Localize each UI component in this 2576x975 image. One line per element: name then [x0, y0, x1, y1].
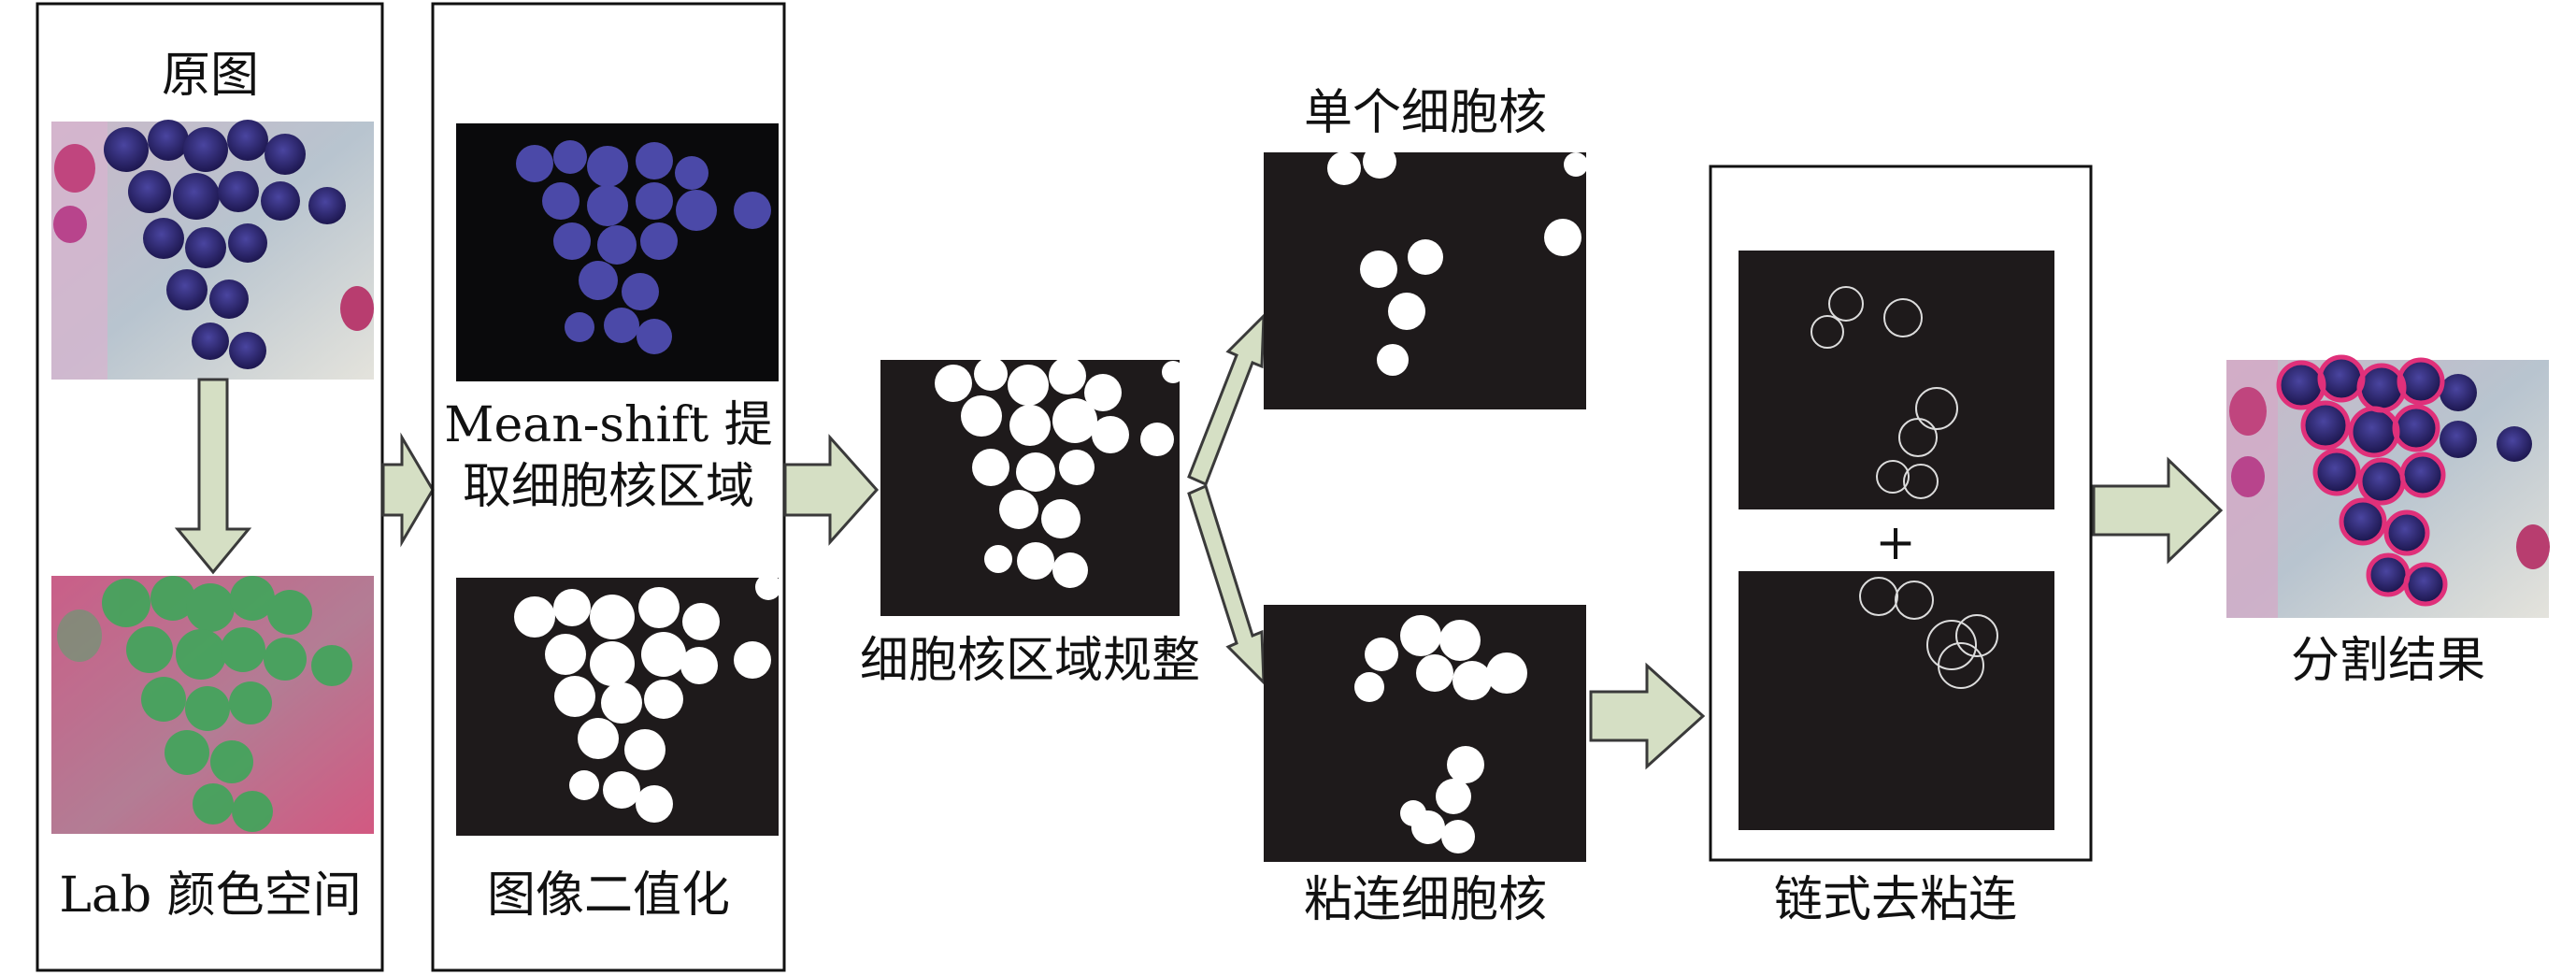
clustered-nuclei-image: [1264, 605, 1586, 862]
segmentation-result-image: [2226, 354, 2550, 618]
arrow-normalize-to-clustered: [1187, 483, 1266, 686]
lab-color-space-image: [51, 576, 374, 834]
arrow-meanshift-to-normalize: [783, 434, 880, 546]
arrow-clustered-to-chain: [1589, 662, 1706, 770]
original-image: [51, 120, 374, 380]
arrow-lab-to-meanshift: [381, 432, 435, 548]
binarized-image: [456, 574, 781, 836]
chain-bottom-image: [1739, 571, 2054, 830]
arrow-down-original-to-lab: [174, 378, 252, 575]
chain-frame: [1709, 165, 2093, 862]
label-meanshift-line1: Mean-shift 提: [444, 397, 773, 453]
meanshift-image: [456, 123, 779, 381]
label-meanshift-line2: 取细胞核区域: [463, 459, 754, 515]
label-normalize: 细胞核区域规整: [860, 633, 1200, 689]
label-original: 原图: [162, 48, 259, 104]
single-nuclei-image: [1264, 145, 1588, 409]
label-result: 分割结果: [2291, 633, 2485, 689]
chain-top-image: [1739, 251, 2054, 509]
label-binarize: 图像二值化: [487, 867, 730, 924]
normalized-nuclei-image: [880, 357, 1184, 616]
label-plus: +: [1875, 515, 1916, 571]
label-lab: Lab 颜色空间: [59, 867, 361, 924]
label-single: 单个细胞核: [1304, 85, 1547, 141]
arrow-chain-to-result: [2092, 456, 2224, 565]
label-clustered: 粘连细胞核: [1304, 872, 1547, 928]
arrow-normalize-to-single: [1187, 312, 1266, 487]
label-chain: 链式去粘连: [1774, 872, 2017, 928]
